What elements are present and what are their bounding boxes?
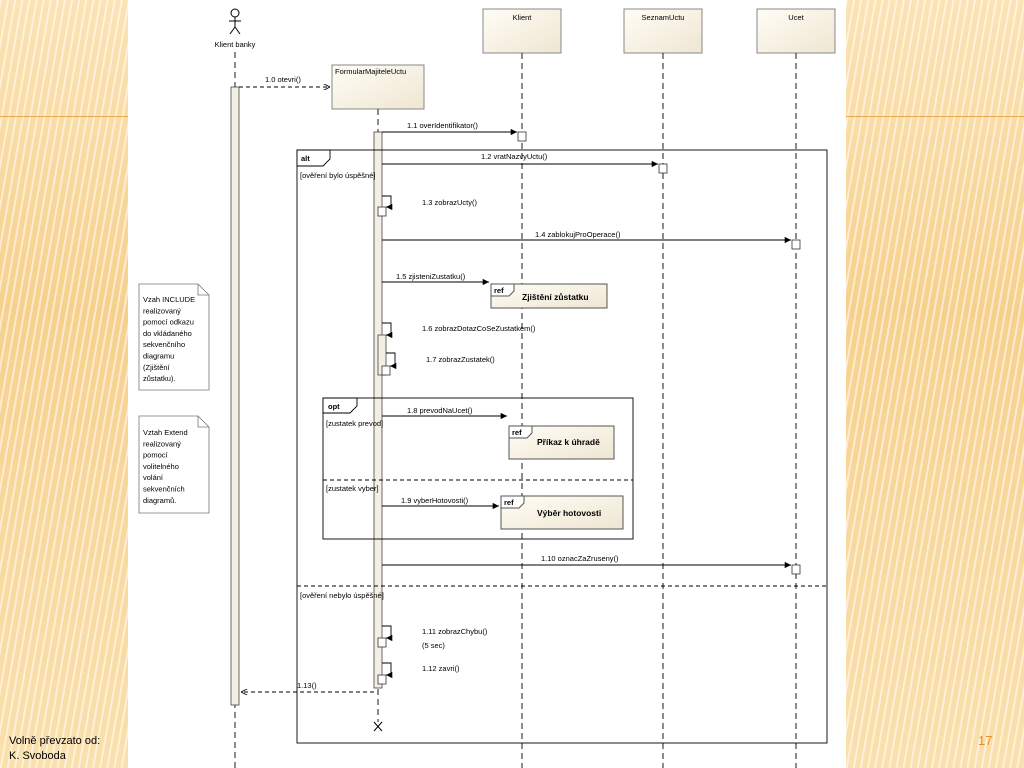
note1-line: (Zjištění xyxy=(143,363,171,372)
lifeline-label-form: FormularMajiteleUctu xyxy=(335,67,406,76)
left-decor-band xyxy=(0,0,130,768)
msg-1-6-label: 1.6 zobrazDotazCoSeZustatkem() xyxy=(422,324,536,333)
msg-1-3-arrow xyxy=(382,195,393,211)
msg-1-6-arrow xyxy=(382,322,393,339)
lifeline-label-seznam: SeznamUctu xyxy=(642,13,685,22)
msg-1-2-label: 1.2 vratNazvyUctu() xyxy=(481,152,548,161)
lifeline-label-ucet: Ucet xyxy=(788,13,804,22)
page-number: 17 xyxy=(978,733,993,748)
destroy-marker xyxy=(373,721,383,732)
ref-vyber-hotovosti: ref Výběr hotovosti xyxy=(500,495,624,530)
msg-1-11-label: 1.11 zobrazChybu() xyxy=(422,627,488,636)
alt-guard-failure: [ověření nebylo úspěšné] xyxy=(300,591,384,600)
msg-1-7-label: 1.7 zobrazZustatek() xyxy=(426,355,495,364)
opt-label: opt xyxy=(328,402,340,411)
msg-1-9-label: 1.9 vyberHotovosti() xyxy=(401,496,469,505)
lifeline-label-klient: Klient xyxy=(513,13,533,22)
note2-line: volitelného xyxy=(143,462,179,471)
opt-guard-prevod: [zustatek prevod] xyxy=(326,419,383,428)
credit-line-1: Volně převzato od: xyxy=(9,735,101,747)
actor-label: Klient banky xyxy=(215,40,256,49)
activation-form xyxy=(373,131,383,689)
note1-line: Vzah INCLUDE xyxy=(143,295,195,304)
alt-tag xyxy=(296,149,331,167)
msg-1-8-label: 1.8 prevodNaUcet() xyxy=(407,406,473,415)
note2-line: sekvenčních xyxy=(143,485,185,494)
msg-1-12-label: 1.12 zavri() xyxy=(422,664,460,673)
opt-fragment xyxy=(322,397,634,540)
alt-fragment xyxy=(296,149,828,744)
activation-self-1-11 xyxy=(377,637,387,648)
ref-tag-3: ref xyxy=(504,498,514,507)
ref-zjisteni-zustatku: ref Zjištění zůstatku xyxy=(490,283,608,309)
activation-self-1-3 xyxy=(377,206,387,217)
note1-line: zůstatku). xyxy=(143,374,176,383)
note2-line: pomocí xyxy=(143,451,169,460)
actor-head xyxy=(230,8,240,18)
note1-line: sekvenčního xyxy=(143,340,185,349)
opt-guard-vyber: [zustatek vyber] xyxy=(326,484,379,493)
ref-label-2: Příkaz k úhradě xyxy=(537,437,600,447)
lifeline-head-form xyxy=(331,64,425,110)
alt-label: alt xyxy=(301,154,310,163)
msg-1-1-label: 1.1 overIdentifikator() xyxy=(407,121,478,130)
activation-seznam xyxy=(658,163,668,174)
ref-tag-2: ref xyxy=(512,428,522,437)
activation-self-1-7 xyxy=(381,365,391,376)
activation-actor xyxy=(230,86,240,706)
ref-label-3: Výběr hotovosti xyxy=(537,508,601,518)
msg-1-12-arrow xyxy=(382,662,393,679)
activation-klient xyxy=(517,131,527,142)
right-decor-band xyxy=(846,0,1024,768)
left-rule xyxy=(0,116,128,117)
actor-klient-banky xyxy=(229,8,241,35)
msg-1-10-label: 1.10 oznacZaZruseny() xyxy=(541,554,619,563)
msg-1-11-arrow xyxy=(382,625,393,642)
activation-self-1-12 xyxy=(377,674,387,685)
note2-line: realizovaný xyxy=(143,439,181,448)
activation-ucet-2 xyxy=(791,564,801,575)
note2-line: diagramů. xyxy=(143,496,176,505)
credit-line-2: K. Svoboda xyxy=(9,750,66,762)
note1-line: diagramu xyxy=(143,352,174,361)
note1-line: pomocí odkazu xyxy=(143,318,194,327)
activation-ucet-1 xyxy=(791,239,801,250)
note1-line: realizovaný xyxy=(143,306,181,315)
note-include: Vzah INCLUDE realizovaný pomocí odkazu do v… xyxy=(138,283,210,391)
msg-1-4-label: 1.4 zablokujProOperace() xyxy=(535,230,621,239)
note2-line: volání xyxy=(143,473,164,482)
msg-1-7-arrow xyxy=(386,352,397,370)
msg-1-0-label: 1.0 otevri() xyxy=(265,75,301,84)
note1-line: do vkládaného xyxy=(143,329,192,338)
ref-tag-1: ref xyxy=(494,286,504,295)
msg-1-11-sublabel: (5 sec) xyxy=(422,641,445,650)
source-credit: Volně převzato od: K. Svoboda xyxy=(9,734,100,764)
note-extend: Vztah Extend realizovaný pomocí volitelného… xyxy=(138,415,210,514)
opt-tag xyxy=(322,397,358,414)
ref-prikaz-k-uhrade: ref Příkaz k úhradě xyxy=(508,425,615,460)
msg-1-13-label: 1.13() xyxy=(297,681,317,690)
right-rule xyxy=(846,116,1024,117)
diagram-slide xyxy=(128,0,846,768)
msg-1-5-label: 1.5 zjisteniZustatku() xyxy=(396,272,466,281)
note2-line: Vztah Extend xyxy=(143,428,188,437)
msg-1-3-label: 1.3 zobrazUcty() xyxy=(422,198,478,207)
ref-label-1: Zjištění zůstatku xyxy=(522,292,589,302)
alt-guard-success: [ověření bylo úspěšné] xyxy=(300,171,375,180)
